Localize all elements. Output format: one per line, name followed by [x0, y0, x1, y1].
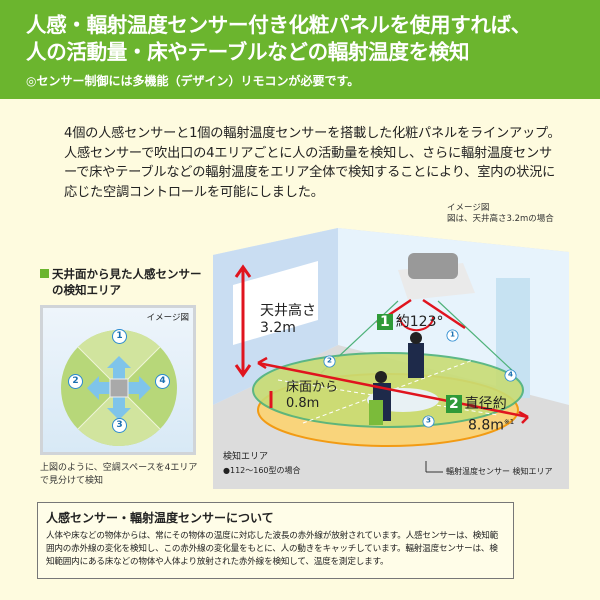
title-line-1: 人感・輻射温度センサー付き化粧パネルを使用すれば、	[26, 13, 531, 37]
radiant-area-label: 輻射温度センサー 検知エリア	[446, 467, 553, 476]
left-title-line-2: の検知エリア	[52, 283, 121, 297]
left-caption: 上図のように、空調スペースを4エリアで見分けて検知	[40, 463, 198, 486]
ceiling-height-value: 3.2m	[260, 320, 296, 336]
green-square-icon	[40, 269, 49, 278]
left-panel-title: 天井面から見た人感センサーの検知エリア	[40, 266, 202, 298]
diameter-value: 8.8m	[468, 417, 504, 434]
area-4-marker: 4	[504, 369, 517, 382]
ceiling-height-text: 天井高さ	[260, 303, 316, 319]
page-title: 人感・輻射温度センサー付き化粧パネルを使用すれば、人の活動量・床やテーブルなどの…	[26, 12, 531, 66]
area-3-marker: 3	[112, 418, 127, 433]
floor-height-text: 床面から	[286, 380, 339, 395]
about-sensors-box: 人感センサー・輻射温度センサーについて 人体や床などの物体からは、常にその物体の…	[37, 502, 514, 579]
area-2-marker: 2	[68, 374, 83, 389]
badge-2: 2	[446, 395, 462, 413]
floor-height-value: 0.8m	[286, 396, 320, 411]
area-1-marker: 1	[446, 329, 459, 342]
intro-paragraph: 4個の人感センサーと1個の輻射温度センサーを搭載した化粧パネルをラインアップ。人…	[64, 126, 561, 200]
header-banner: 人感・輻射温度センサー付き化粧パネルを使用すれば、人の活動量・床やテーブルなどの…	[0, 0, 600, 99]
detection-circle-graphic	[61, 330, 177, 446]
diameter-footnote: ※1	[503, 418, 515, 426]
angle-value: 約123°	[395, 314, 444, 330]
about-title: 人感センサー・輻射温度センサーについて	[46, 511, 274, 525]
area-3-marker: 3	[422, 415, 435, 428]
title-line-2: 人の活動量・床やテーブルなどの輻射温度を検知	[26, 40, 470, 64]
badge-1: 1	[377, 314, 393, 330]
detect-area-label: 検知エリア ●112～160型の場合	[223, 450, 301, 478]
area-1-marker: 1	[112, 329, 127, 344]
remote-note: ◎センサー制御には多機能（デザイン）リモコンが必要です。	[26, 74, 360, 88]
left-title-line-1: 天井面から見た人感センサー	[52, 267, 202, 281]
area-2-marker: 2	[323, 355, 336, 368]
illustration-note: イメージ図図は、天井高さ3.2mの場合	[447, 203, 554, 225]
diameter-text: 直径約	[464, 396, 507, 412]
ceiling-note: 図は、天井高さ3.2mの場合	[447, 214, 554, 224]
detect-model-text: ●112～160型の場合	[223, 466, 301, 475]
area-4-marker: 4	[155, 374, 170, 389]
detect-area-text: 検知エリア	[223, 452, 269, 462]
top-view-diagram: イメージ図 1 2 3 4	[40, 305, 196, 455]
image-label: イメージ図	[146, 313, 189, 323]
about-body: 人体や床などの物体からは、常にその物体の温度に対応した波長の赤外線が放射されてい…	[46, 531, 498, 567]
image-label: イメージ図	[447, 203, 490, 213]
